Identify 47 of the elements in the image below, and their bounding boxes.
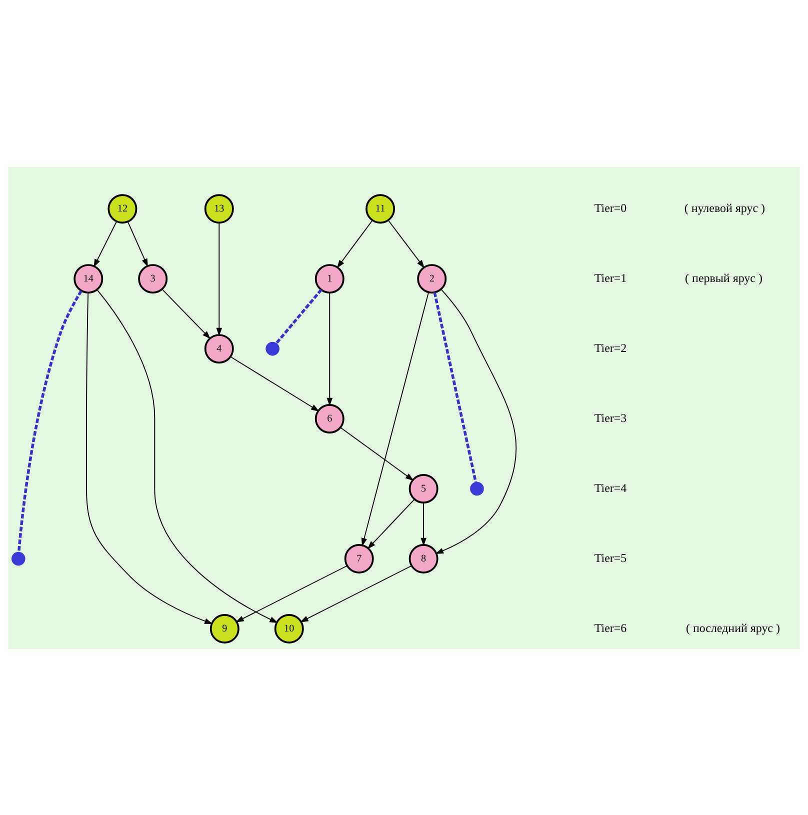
arrow bbox=[216, 222, 222, 336]
arrow bbox=[230, 356, 320, 411]
arrow bbox=[336, 219, 373, 268]
node-circle: 13 bbox=[204, 194, 234, 224]
arrow bbox=[236, 564, 348, 622]
node-circle: 4 bbox=[204, 334, 234, 364]
node-circle: 11 bbox=[366, 194, 396, 224]
node-circle: 12 bbox=[108, 194, 138, 224]
arrow bbox=[435, 288, 517, 554]
node-circle bbox=[266, 341, 280, 356]
label: ( последний ярус ) bbox=[686, 620, 780, 634]
arrow bbox=[326, 292, 333, 406]
arrow bbox=[388, 219, 425, 268]
node-circle: 1 bbox=[314, 264, 344, 294]
label: ( нулевой ярус ) bbox=[684, 200, 766, 214]
label: Tier=4 bbox=[594, 480, 627, 494]
node-circle bbox=[11, 551, 26, 566]
label: Tier=5 bbox=[594, 550, 627, 564]
node-circle: 6 bbox=[314, 404, 344, 434]
arrow bbox=[361, 291, 429, 546]
node-circle: 5 bbox=[408, 474, 438, 503]
node-circle bbox=[470, 481, 484, 496]
arrow bbox=[420, 502, 426, 546]
node-circle: 2 bbox=[417, 264, 447, 294]
connector bbox=[275, 288, 322, 344]
node-circle: 9 bbox=[210, 614, 240, 643]
node-circle: 8 bbox=[408, 544, 438, 573]
connector bbox=[433, 292, 478, 482]
arrow bbox=[94, 220, 117, 267]
arrow bbox=[367, 498, 415, 549]
label: ( первый ярус ) bbox=[685, 270, 762, 284]
node-circle: 10 bbox=[274, 614, 304, 643]
arrow bbox=[96, 288, 278, 623]
node-circle: 14 bbox=[74, 264, 104, 294]
label: Tier=3 bbox=[594, 410, 627, 424]
label: Tier=1 bbox=[594, 270, 627, 284]
label: Tier=2 bbox=[594, 340, 627, 354]
arrow bbox=[300, 564, 412, 622]
arrow bbox=[127, 220, 148, 266]
node-circle: 3 bbox=[138, 264, 168, 294]
arrow bbox=[340, 426, 414, 480]
arrow bbox=[162, 288, 211, 339]
node-circle: 7 bbox=[344, 544, 374, 573]
label: Tier=6 bbox=[594, 620, 627, 634]
arrow bbox=[86, 292, 213, 624]
connector bbox=[17, 290, 82, 552]
label: Tier=0 bbox=[594, 200, 627, 214]
